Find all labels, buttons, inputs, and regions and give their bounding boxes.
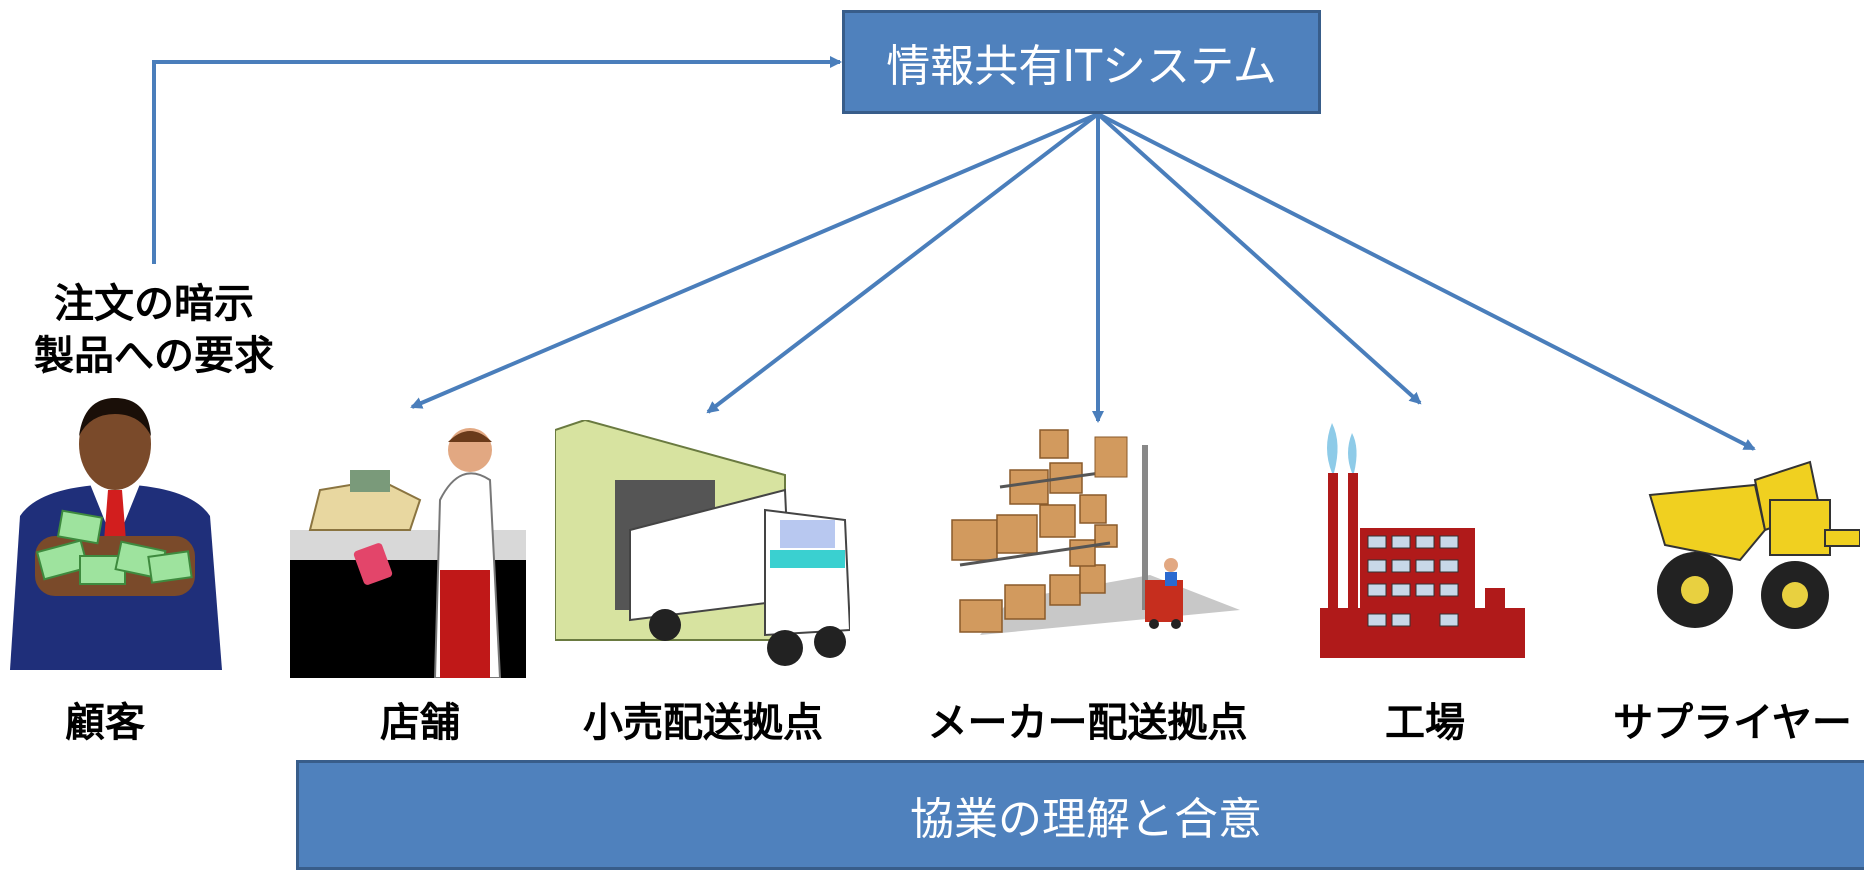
arrow-to-supplier: [1097, 112, 1756, 451]
order-note-line2: 製品への要求: [34, 333, 274, 379]
truck-warehouse-icon: [555, 420, 850, 666]
node-label-shop: 店舗: [380, 700, 460, 746]
node-label-factory: 工場: [1385, 700, 1465, 746]
feedback-arrow: [152, 56, 842, 264]
it-system-label: 情報共有ITシステム: [886, 41, 1277, 92]
collaboration-label: 協業の理解と合意: [910, 794, 1262, 845]
dump-truck-icon: [1648, 460, 1860, 629]
node-label-retail-dc: 小売配送拠点: [583, 700, 823, 746]
node-label-maker-dc: メーカー配送拠点: [927, 700, 1248, 746]
order-note: 注文の暗示 製品への要求: [24, 278, 284, 382]
node-label-supplier: サプライヤー: [1613, 700, 1852, 746]
order-note-line1: 注文の暗示: [54, 281, 254, 327]
factory-icon: [1320, 423, 1525, 658]
shop-cashier-icon: [290, 428, 526, 678]
node-label-customer: 顧客: [65, 700, 145, 746]
arrow-to-retail-dc: [706, 112, 1100, 414]
it-system-box: 情報共有ITシステム: [842, 10, 1321, 114]
warehouse-forklift-icon: [951, 429, 1240, 635]
arrow-to-factory: [1096, 112, 1422, 405]
collaboration-box: 協業の理解と合意: [296, 760, 1864, 870]
arrow-to-shop: [410, 112, 1099, 409]
businessman-with-money-icon: [10, 398, 222, 670]
